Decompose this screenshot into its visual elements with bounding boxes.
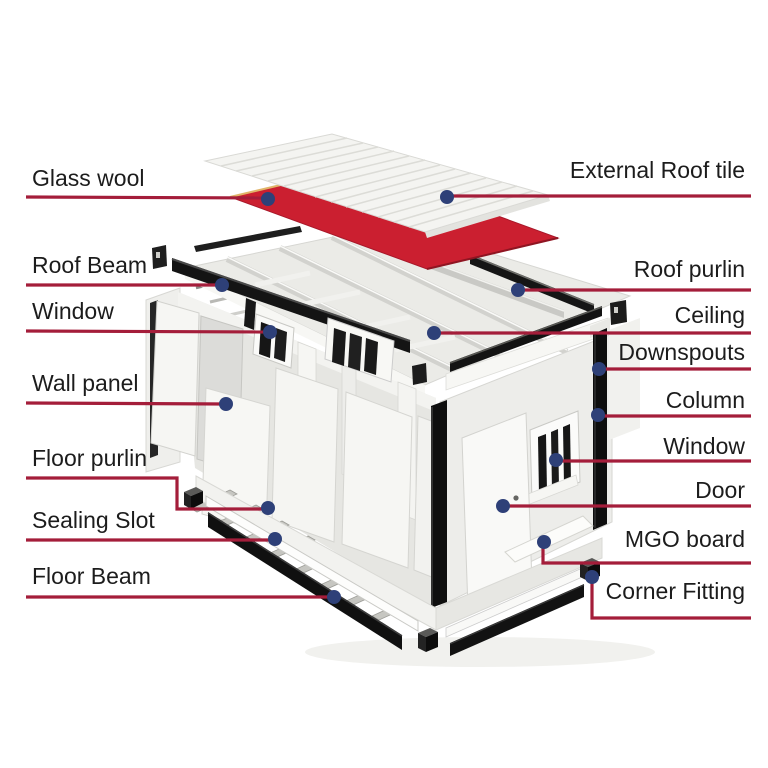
- wall-panels: [150, 300, 459, 587]
- leader-line-wall-panel: [25, 401, 227, 406]
- leader-dot-external-roof-tile: [440, 190, 454, 204]
- label-floor-beam: Floor Beam: [32, 563, 151, 589]
- label-sealing-slot: Sealing Slot: [32, 507, 155, 533]
- corner-column-front: [431, 400, 447, 608]
- roof-tile-ribs: [220, 137, 534, 228]
- leader-dot-window-left: [263, 325, 277, 339]
- leader-dot-corner-fitting: [585, 570, 599, 584]
- label-ceiling: Ceiling: [674, 302, 745, 328]
- leader-dot-sealing-slot: [268, 532, 282, 546]
- leader-dot-floor-beam: [327, 590, 341, 604]
- label-roof-purlin: Roof purlin: [633, 256, 745, 282]
- wall-panel: [150, 300, 200, 457]
- roof-edge-beam-right: [470, 254, 594, 314]
- door-handle: [513, 495, 519, 501]
- label-external-roof-tile: External Roof tile: [569, 157, 745, 183]
- leader-dot-column: [591, 408, 605, 422]
- label-window-left: Window: [32, 298, 114, 324]
- leader-dot-floor-purlin: [261, 501, 275, 515]
- label-floor-purlin: Floor purlin: [32, 445, 148, 471]
- label-column: Column: [665, 387, 745, 413]
- window-frame-left-2: [324, 317, 395, 383]
- leader-line-window-left: [25, 329, 271, 334]
- leader-dot-roof-purlin: [511, 283, 525, 297]
- ground-shadow: [305, 637, 655, 667]
- leader-line-corner-fitting: [590, 578, 751, 620]
- label-glass-wool: Glass wool: [32, 165, 145, 191]
- leader-line-floor-purlin: [26, 476, 268, 511]
- leader-lines: [25, 194, 751, 620]
- floor-beam-left: [207, 512, 403, 650]
- label-door: Door: [695, 477, 745, 503]
- leader-dot-glass-wool: [261, 192, 275, 206]
- corner-fitting-left: [184, 487, 203, 509]
- building-body: [145, 287, 640, 612]
- leader-dots: [215, 190, 606, 604]
- label-window-right: Window: [663, 433, 745, 459]
- label-mgo-board: MGO board: [624, 526, 745, 552]
- leader-dot-downspouts: [592, 362, 606, 376]
- roof-tile: [203, 133, 550, 238]
- roof-edge-beam-front: [450, 306, 602, 372]
- wall-panel: [341, 391, 413, 569]
- leader-dot-wall-panel: [219, 397, 233, 411]
- leader-dot-window-right: [549, 453, 563, 467]
- sealing-slot-strip: [205, 495, 419, 632]
- leader-dot-ceiling: [427, 326, 441, 340]
- label-corner-fitting: Corner Fitting: [605, 578, 745, 604]
- label-roof-beam: Roof Beam: [32, 252, 148, 278]
- bracket-clip-icon: [152, 245, 627, 385]
- wall-panel: [271, 367, 339, 543]
- label-downspouts: Downspouts: [618, 339, 745, 365]
- column-downspout-right: [590, 318, 610, 530]
- leader-line-mgo-board: [541, 543, 751, 565]
- base: [184, 475, 603, 656]
- leader-dot-door: [496, 499, 510, 513]
- label-wall-panel: Wall panel: [32, 370, 139, 396]
- floor-beam-right: [449, 584, 585, 656]
- roof-purlin-bar: [427, 260, 565, 318]
- leader-line-glass-wool: [25, 195, 269, 200]
- leader-dot-roof-beam: [215, 278, 229, 292]
- leader-dot-mgo-board: [537, 535, 551, 549]
- corner-fitting-front: [418, 628, 438, 652]
